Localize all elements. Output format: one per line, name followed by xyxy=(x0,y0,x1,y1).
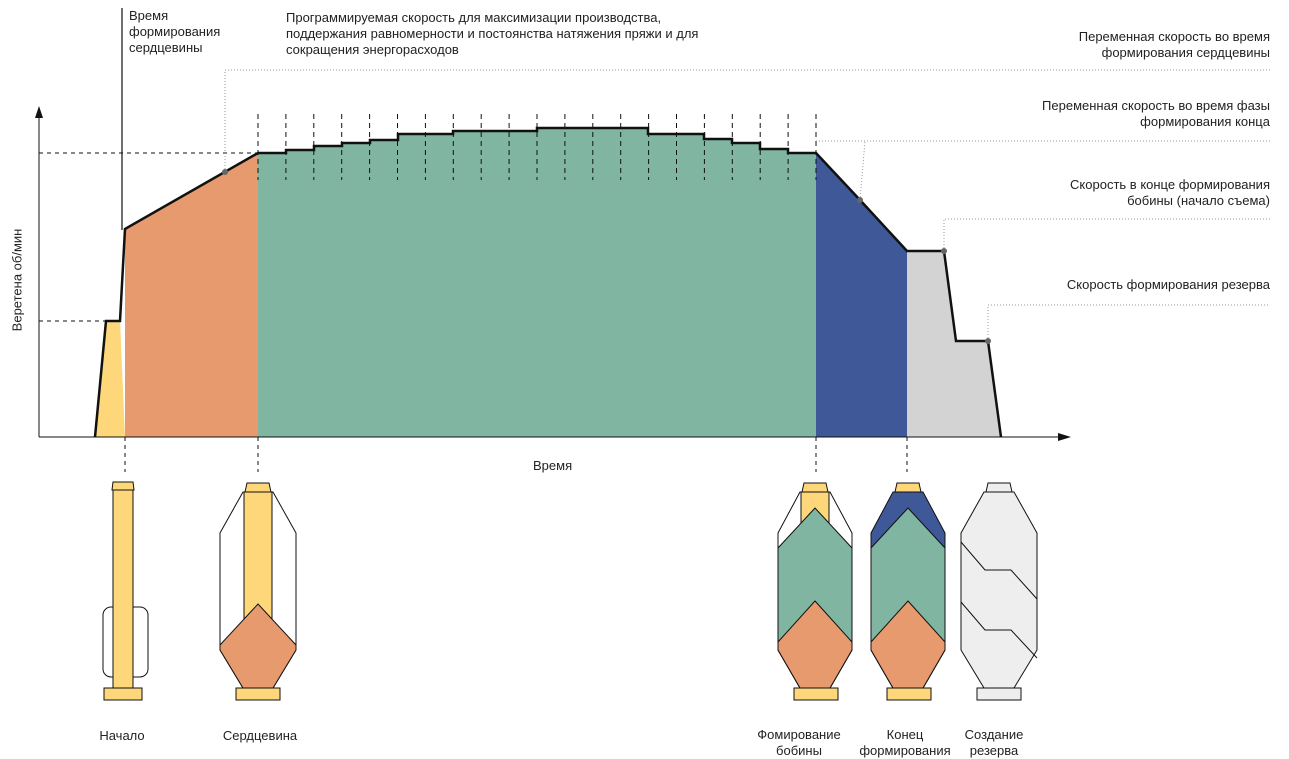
reserve-phase-area xyxy=(907,251,1001,437)
variable-core-speed-label: Переменная скорость во время формировани… xyxy=(1078,29,1270,60)
axes xyxy=(35,106,1071,441)
x-axis-arrow-icon xyxy=(1058,433,1071,441)
speed-curve xyxy=(93,126,1003,438)
stage-start-label: Начало xyxy=(99,728,145,743)
speed-step-ticks xyxy=(257,114,817,180)
start-phase-area xyxy=(95,321,125,437)
bobbin-end-icon xyxy=(870,482,946,701)
end-phase-area xyxy=(816,153,907,437)
stage-reserve-label: Создание резерва xyxy=(964,727,1024,758)
core-time-label: Время формирования сердцевины xyxy=(129,8,221,55)
bobbin-reserve-icon xyxy=(960,482,1038,701)
stage-core-label: Сердцевина xyxy=(222,728,298,743)
bobbin-formation-icon xyxy=(777,482,853,701)
reserve-speed-label: Скорость формирования резерва xyxy=(1066,277,1270,292)
bobbin-start-icon xyxy=(102,481,149,701)
reference-lines xyxy=(39,152,908,472)
leader-lines xyxy=(224,69,1270,341)
y-axis-arrow-icon xyxy=(35,106,43,118)
variable-end-speed-label: Переменная скорость во время фазы формир… xyxy=(1042,98,1270,129)
x-axis-label: Время xyxy=(533,458,573,473)
stage-end-label: Конец формирования xyxy=(859,727,951,758)
curve-markers xyxy=(222,169,991,344)
programmable-speed-label: Программируемая скорость для максимизаци… xyxy=(286,10,699,57)
main-phase-area xyxy=(258,128,816,437)
bobbin-core-icon xyxy=(219,482,297,701)
y-axis-label: Веретена об/мин xyxy=(9,228,25,332)
end-speed-label: Скорость в конце формирования бобины (на… xyxy=(1070,177,1270,208)
stage-bobbin-label: Фомирование бобины xyxy=(757,727,841,758)
core-phase-area xyxy=(125,153,258,437)
